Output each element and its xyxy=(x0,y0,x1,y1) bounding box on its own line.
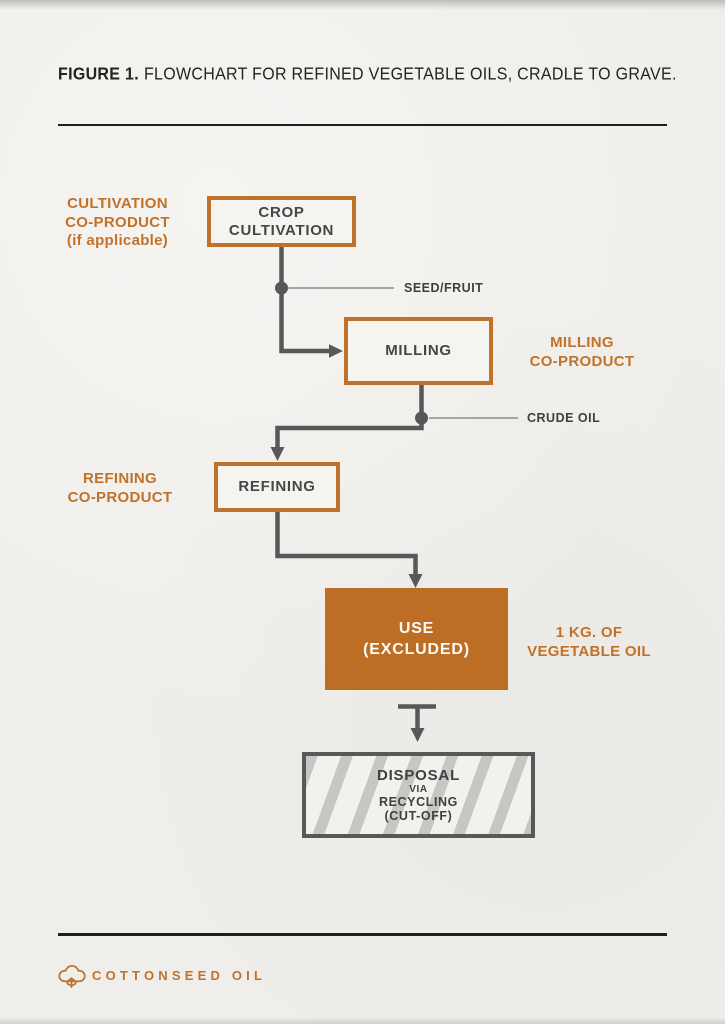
milling-coproduct-line2: CO-PRODUCT xyxy=(529,352,635,370)
cultivation-coproduct-line2: CO-PRODUCT xyxy=(65,213,170,231)
title-divider xyxy=(58,124,667,126)
cotton-boll-icon xyxy=(58,964,86,988)
refining-coproduct-line1: REFINING xyxy=(82,470,158,487)
arrowhead-into-disposal xyxy=(410,728,425,742)
refining-box: REFINING xyxy=(214,462,340,512)
crop-cultivation-line2: CULTIVATION xyxy=(228,221,335,239)
milling-coproduct-line1: MILLING xyxy=(550,334,614,351)
crude-oil-label: CRUDE OIL xyxy=(527,411,601,425)
refining-label: REFINING xyxy=(238,478,316,495)
milling-box: MILLING xyxy=(344,317,493,385)
connector-crop-to-milling xyxy=(279,247,330,354)
figure-label: FIGURE 1. xyxy=(58,64,139,84)
connector-milling-to-refining xyxy=(275,385,424,448)
crop-cultivation-line1: CROP xyxy=(258,203,305,221)
arrowhead-into-milling xyxy=(329,344,343,358)
disposal-line2: VIA xyxy=(409,783,428,795)
seed-fruit-label: SEED/FRUIT xyxy=(404,281,484,295)
figure-title: FIGURE 1.FLOWCHART FOR REFINED VEGETABLE… xyxy=(58,65,678,85)
connector-refining-to-use xyxy=(275,512,418,575)
arrowhead-into-use xyxy=(408,574,423,588)
cultivation-coproduct-label: CULTIVATION CO-PRODUCT (if applicable) xyxy=(40,195,195,251)
use-line1: USE xyxy=(398,620,435,637)
cultivation-coproduct-line3: (if applicable) xyxy=(66,232,169,249)
crop-cultivation-box: CROP CULTIVATION xyxy=(207,196,356,247)
milling-coproduct-label: MILLING CO-PRODUCT xyxy=(517,334,647,371)
seed-fruit-junction-dot xyxy=(275,281,288,295)
crude-oil-junction-dot xyxy=(415,411,428,425)
functional-unit-line2: VEGETABLE OIL xyxy=(527,642,651,660)
footer-divider xyxy=(58,933,667,936)
disposal-line4: (CUT-OFF) xyxy=(384,808,453,823)
paper-top-shadow xyxy=(0,0,725,10)
use-line2: (EXCLUDED) xyxy=(363,641,470,658)
functional-unit-line1: 1 KG. OF xyxy=(555,624,623,641)
arrowhead-into-refining xyxy=(270,447,285,461)
refining-coproduct-label: REFINING CO-PRODUCT xyxy=(45,470,195,507)
functional-unit-label: 1 KG. OF VEGETABLE OIL xyxy=(514,624,664,661)
milling-label: MILLING xyxy=(385,342,452,359)
paper-bottom-shadow xyxy=(0,1017,725,1024)
refining-coproduct-line2: CO-PRODUCT xyxy=(67,488,173,506)
cultivation-coproduct-line1: CULTIVATION xyxy=(67,195,168,212)
disposal-line1: DISPOSAL xyxy=(376,766,461,784)
brand-name: COTTONSEED OIL xyxy=(92,967,267,983)
brand-logo: COTTONSEED OIL xyxy=(56,959,266,991)
disposal-box: DISPOSAL VIA RECYCLING (CUT-OFF) xyxy=(302,752,535,838)
figure-caption: FLOWCHART FOR REFINED VEGETABLE OILS, CR… xyxy=(143,64,677,84)
disposal-line3: RECYCLING xyxy=(378,794,458,809)
use-excluded-box: USE (EXCLUDED) xyxy=(325,588,508,690)
